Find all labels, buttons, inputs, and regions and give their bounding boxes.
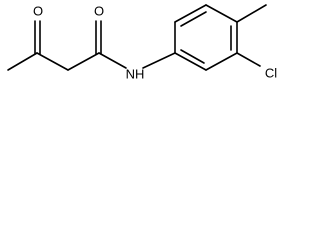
bond-amide-carbon-to-nitrogen <box>98 52 127 69</box>
ring-bond-3 <box>205 4 238 23</box>
chlorine-label: Cl <box>265 65 277 80</box>
amide-oxygen-label: O <box>94 3 104 18</box>
bond-methyl-to-ketone-carbon <box>7 52 38 71</box>
ring-bond-6 <box>174 52 207 71</box>
bond-ketone-carbon-to-ch2 <box>36 52 69 71</box>
bond-ring-to-methyl <box>236 4 267 23</box>
ring-bond-5 <box>205 52 238 71</box>
ring-inner-double-bond-3 <box>180 49 205 64</box>
bond-ch2-to-amide-carbon <box>67 52 100 71</box>
amide-nitrogen-label: NH <box>126 66 145 81</box>
chemical-structure-diagram: O O NH Cl <box>7 3 277 81</box>
ketone-oxygen-label: O <box>33 3 43 18</box>
bond-nitrogen-to-ring <box>142 52 176 69</box>
ring-bond-2 <box>174 4 207 23</box>
bond-ring-to-chlorine <box>236 52 261 67</box>
ring-inner-double-bond-1 <box>180 11 207 27</box>
